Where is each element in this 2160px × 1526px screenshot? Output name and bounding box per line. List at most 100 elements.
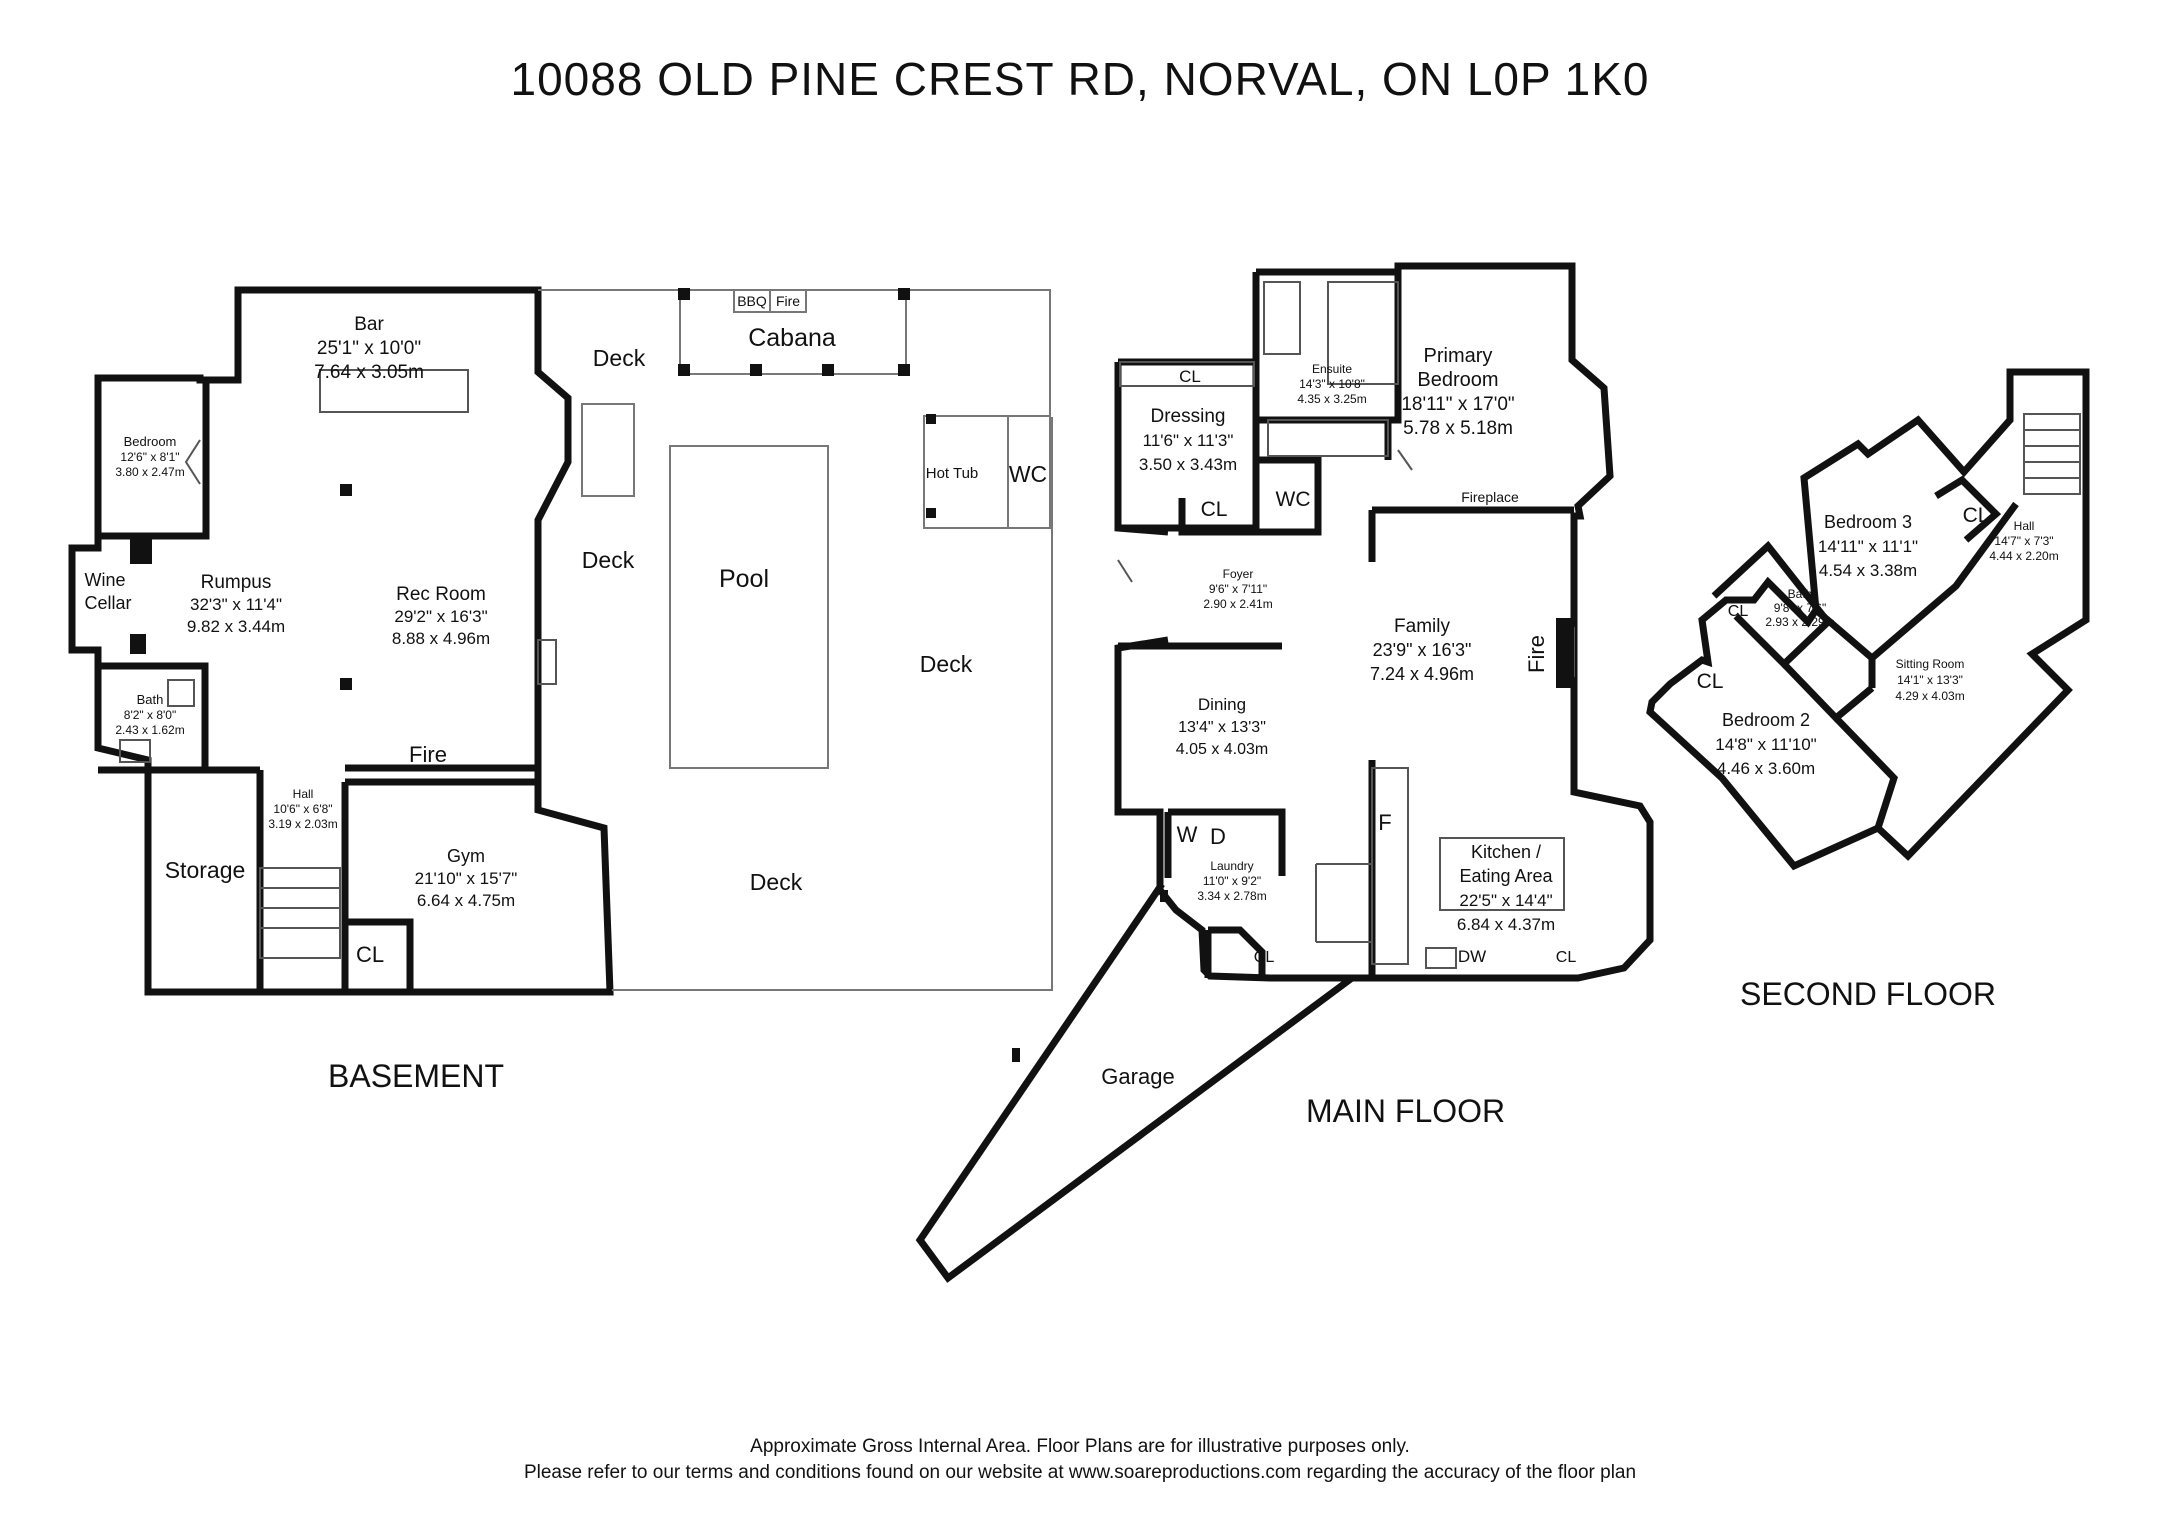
fire-box: [769, 289, 807, 313]
rec-room-label: Rec Room: [396, 584, 486, 605]
main-wc-label: WC: [1276, 488, 1311, 511]
basement-bedroom-label: Bedroom: [124, 434, 177, 449]
primary-bedroom-line1: Primary: [1424, 345, 1493, 367]
laundry-metric: 3.34 x 2.78m: [1197, 889, 1266, 903]
basement-outer-wall: [68, 286, 614, 996]
kitchen-metric: 6.84 x 4.37m: [1457, 915, 1555, 934]
family-imperial: 23'9" x 16'3": [1373, 640, 1472, 660]
basement-cl-label: CL: [356, 942, 384, 967]
main-cl-label: CL: [1201, 498, 1228, 521]
basement-hall-metric: 3.19 x 2.03m: [268, 817, 337, 831]
second-outer-wall: [1646, 368, 2090, 871]
bbq-label: BBQ: [737, 293, 767, 309]
basement-fire-wall: [345, 764, 538, 786]
rec-room-metric: 8.88 x 4.96m: [392, 629, 490, 648]
fireplace-label: Fireplace: [1461, 489, 1519, 505]
second-bedroom2-walls: [1833, 715, 1898, 830]
primary-bedroom-imperial: 18'11" x 17'0": [1401, 394, 1514, 415]
main-laundry-walls: [1164, 808, 1286, 878]
garage-label: Garage: [1101, 1064, 1174, 1089]
dishwasher-label: DW: [1458, 947, 1486, 966]
cabana-label: Cabana: [748, 324, 836, 352]
wine-cellar-line2: Cellar: [84, 593, 131, 613]
kitchen-line1: Kitchen /: [1471, 842, 1541, 862]
rumpus-label: Rumpus: [201, 572, 272, 593]
dressing-label: Dressing: [1151, 406, 1226, 427]
dressing-imperial: 11'6" x 11'3": [1143, 431, 1234, 450]
family-metric: 7.24 x 4.96m: [1370, 664, 1474, 684]
laundry-imperial: 11'0" x 9'2": [1203, 874, 1261, 888]
sitting-room-metric: 4.29 x 4.03m: [1895, 689, 1964, 703]
bar-label: Bar: [354, 314, 384, 335]
outdoor-plan: [538, 289, 1053, 991]
second-bath-label: Bath: [1788, 587, 1813, 601]
second-floor-details: [2023, 413, 2081, 495]
second-hall-imperial: 14'7" x 7'3": [1994, 534, 2053, 548]
deck-label-2: Deck: [582, 547, 635, 573]
ensuite-metric: 4.35 x 3.25m: [1297, 392, 1366, 406]
primary-bedroom-line2: Bedroom: [1417, 369, 1498, 391]
basement-bedroom-imperial: 12'6" x 8'1": [120, 450, 179, 464]
footer-terms: Please refer to our terms and conditions…: [523, 1462, 1637, 1483]
foyer-label: Foyer: [1223, 567, 1254, 581]
main-foyer-wall: [1114, 642, 1282, 650]
dining-metric: 4.05 x 4.03m: [1176, 741, 1269, 758]
deck-label-1: Deck: [593, 345, 646, 371]
basement-fire-label: Fire: [409, 742, 447, 767]
foyer-metric: 2.90 x 2.41m: [1203, 597, 1272, 611]
kitchen-cl-label: CL: [1556, 949, 1577, 966]
main-floor-details: [1117, 281, 1575, 969]
dining-imperial: 13'4" x 13'3": [1178, 719, 1266, 736]
basement-bath-metric: 2.43 x 1.62m: [115, 723, 184, 737]
hot-tub-label: Hot Tub: [926, 465, 979, 482]
basement-hall-imperial: 10'6" x 6'8": [273, 802, 332, 816]
second-bath-metric: 2.93 x 2.29m: [1765, 615, 1834, 629]
dryer-label: D: [1210, 824, 1226, 849]
gym-metric: 6.64 x 4.75m: [417, 891, 515, 910]
main-dressing-walls: [1114, 272, 1260, 536]
basement-bath-label: Bath: [137, 692, 164, 707]
ensuite-label: Ensuite: [1312, 362, 1352, 376]
pool-outline: [669, 445, 829, 769]
bedroom2-imperial: 14'8" x 11'10": [1715, 735, 1816, 754]
washer-label: W: [1177, 822, 1198, 847]
main-cl-wc-walls: [1178, 456, 1322, 536]
bedroom2-cl-label: CL: [1697, 670, 1724, 693]
main-family-wall: [1368, 506, 1574, 562]
basement-bath-imperial: 8'2" x 8'0": [124, 708, 176, 722]
second-floor-plan: [1646, 368, 2090, 871]
primary-bedroom-metric: 5.78 x 5.18m: [1403, 418, 1513, 439]
bedroom3-cl-label: CL: [1963, 504, 1990, 527]
deck-label-4: Deck: [750, 869, 803, 895]
outdoor-wc-outline: [1007, 415, 1051, 529]
second-bath-walls: [1711, 540, 1833, 669]
cabana-posts: [678, 288, 936, 518]
main-small-cl: [1204, 926, 1266, 978]
main-small-cl-label: CL: [1254, 949, 1275, 966]
bath-cl-label: CL: [1728, 603, 1749, 620]
basement-floor-label: BASEMENT: [328, 1058, 505, 1094]
bedroom2-label: Bedroom 2: [1722, 710, 1810, 730]
storage-label: Storage: [165, 857, 246, 883]
dining-label: Dining: [1198, 695, 1246, 714]
family-fire-label: Fire: [1524, 635, 1549, 673]
bar-imperial: 25'1" x 10'0": [317, 338, 421, 359]
second-bath-imperial: 9'8" x 7'6": [1774, 601, 1826, 615]
main-floor-fills: [1012, 618, 1574, 1062]
second-hall-metric: 4.44 x 2.20m: [1989, 549, 2058, 563]
sitting-room-label: Sitting Room: [1896, 657, 1965, 671]
second-hall-label: Hall: [2014, 519, 2035, 533]
kitchen-imperial: 22'5" x 14'4": [1459, 891, 1552, 910]
ensuite-imperial: 14'3" x 10'8": [1299, 377, 1365, 391]
basement-details: [119, 369, 557, 959]
gym-label: Gym: [447, 846, 485, 866]
rumpus-metric: 9.82 x 3.44m: [187, 617, 285, 636]
pool-label: Pool: [719, 565, 769, 593]
bedroom2-metric: 4.46 x 3.60m: [1717, 759, 1815, 778]
bedroom3-metric: 4.54 x 3.38m: [1819, 561, 1917, 580]
bedroom3-imperial: 14'11" x 11'1": [1818, 537, 1918, 556]
family-label: Family: [1394, 616, 1450, 637]
gym-imperial: 21'10" x 15'7": [415, 869, 518, 888]
basement-cl-walls: [345, 918, 414, 992]
